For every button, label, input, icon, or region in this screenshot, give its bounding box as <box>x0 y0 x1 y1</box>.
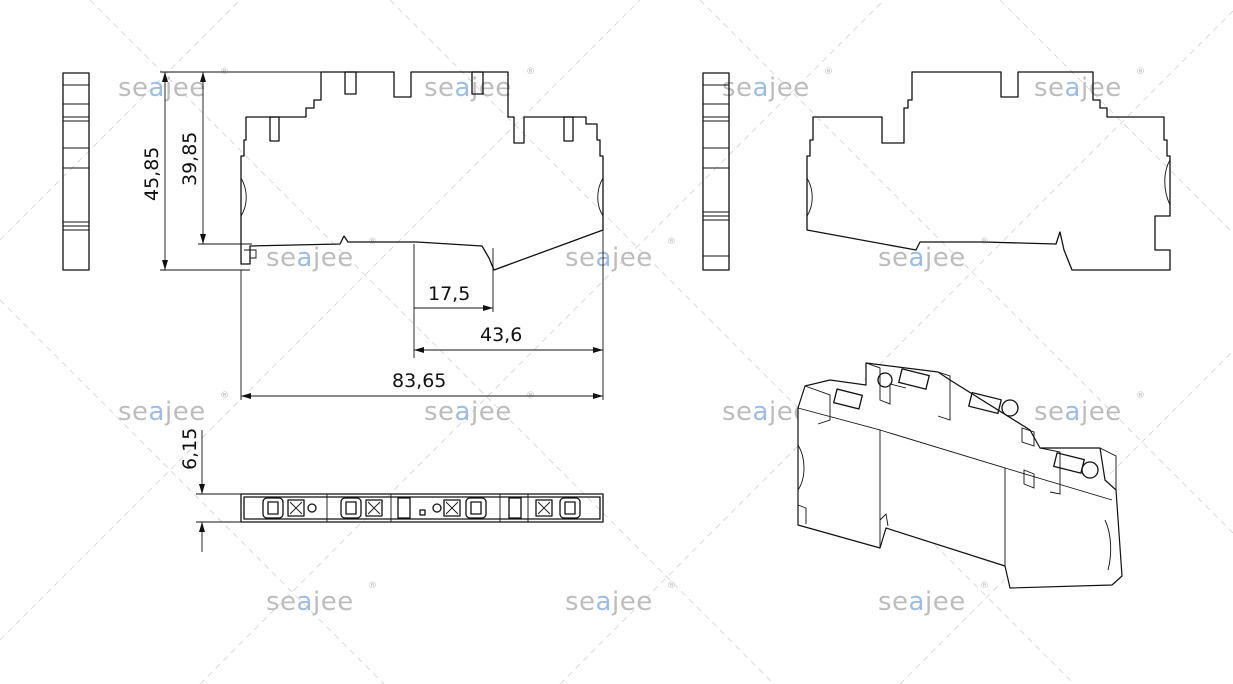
svg-text:seajee: seajee <box>1034 73 1122 103</box>
watermark: seajee ® <box>565 237 676 273</box>
watermark: seajee ® <box>565 581 676 617</box>
watermark: seajee ® <box>1034 391 1145 427</box>
top-view <box>240 493 604 523</box>
svg-text:®: ® <box>1136 391 1145 401</box>
svg-text:seajee: seajee <box>565 243 653 273</box>
svg-text:®: ® <box>980 581 989 591</box>
dimension-label-upper-height: 39,85 <box>179 132 201 186</box>
end-view-right <box>702 72 730 271</box>
dimension-overall-length: 83,65 <box>240 230 604 400</box>
watermark: seajee ® <box>118 391 229 427</box>
dimension-width: 6,15 <box>179 428 241 552</box>
watermark: seajee ® <box>424 67 535 103</box>
dimension-label-rail-offset: 17,5 <box>428 283 470 305</box>
watermark: seajee ® <box>1034 67 1145 103</box>
svg-text:®: ® <box>667 581 676 591</box>
svg-text:®: ® <box>220 391 229 401</box>
svg-text:seajee: seajee <box>722 397 810 427</box>
svg-text:®: ® <box>1136 67 1145 77</box>
svg-text:®: ® <box>368 581 377 591</box>
svg-text:seajee: seajee <box>722 73 810 103</box>
svg-text:®: ® <box>667 237 676 247</box>
svg-text:seajee: seajee <box>424 397 512 427</box>
watermark: seajee ® <box>722 67 833 103</box>
dimension-label-half-length: 43,6 <box>480 324 522 346</box>
dimension-half-length: 43,6 <box>414 324 603 353</box>
end-view-left <box>62 72 90 271</box>
dimension-overall-height: 45,85 <box>141 71 321 271</box>
dimension-label-overall-height: 45,85 <box>141 147 163 201</box>
svg-text:®: ® <box>526 67 535 77</box>
svg-text:seajee: seajee <box>565 587 653 617</box>
svg-text:seajee: seajee <box>118 397 206 427</box>
svg-text:seajee: seajee <box>266 587 354 617</box>
svg-text:seajee: seajee <box>424 73 512 103</box>
dimension-label-overall-length: 83,65 <box>392 370 446 392</box>
svg-text:seajee: seajee <box>1034 397 1122 427</box>
dimension-rail-offset: 17,5 <box>413 244 494 358</box>
svg-text:seajee: seajee <box>118 73 206 103</box>
side-profile-view <box>240 71 604 271</box>
dimension-label-width: 6,15 <box>179 428 201 470</box>
side-profile-outline <box>806 71 1171 271</box>
dimension-upper-height: 39,85 <box>179 72 252 245</box>
watermark: seajee ® <box>266 581 377 617</box>
svg-text:seajee: seajee <box>878 587 966 617</box>
svg-text:®: ® <box>824 67 833 77</box>
isometric-view <box>797 362 1123 589</box>
svg-text:seajee: seajee <box>266 243 354 273</box>
svg-text:seajee: seajee <box>878 243 966 273</box>
watermark: seajee ® <box>878 581 989 617</box>
watermark-group: seajee ® seajee ® seajee ® seajee ® seaj… <box>118 67 1145 617</box>
